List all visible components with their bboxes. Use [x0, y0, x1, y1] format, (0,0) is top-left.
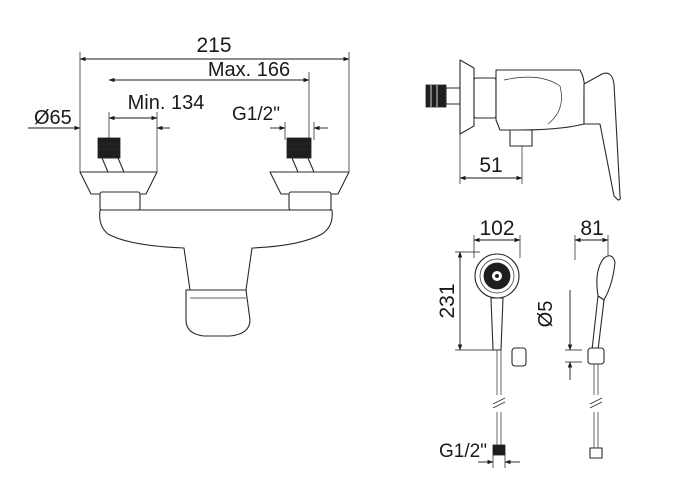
right-flange	[269, 171, 350, 195]
side-shower-head	[596, 255, 616, 301]
handshower-side-view: 81 Ø5	[535, 217, 616, 459]
label-head-width: 102	[479, 217, 514, 240]
shower-holder	[511, 347, 527, 367]
label-hose-thread: G1/2"	[439, 441, 487, 462]
side-hose-zigzag	[589, 397, 603, 409]
right-nut	[288, 191, 332, 211]
side-shower-grip	[591, 295, 605, 351]
left-eccentric-connector	[79, 137, 158, 211]
side-inlet-thread	[425, 84, 447, 108]
side-flange	[459, 59, 475, 135]
label-projection: 51	[479, 154, 502, 177]
front-view: 215 Max. 166 Min. 134 Ø65 G1/2"	[28, 34, 350, 337]
label-holder-diameter: Ø5	[535, 301, 557, 328]
label-inlet-thread: G1/2"	[232, 104, 280, 125]
shower-hose-lower	[496, 412, 502, 445]
side-view: 51	[425, 59, 621, 201]
label-flange-diameter: Ø65	[34, 107, 72, 129]
shower-hose-zigzag	[492, 397, 506, 409]
label-handle-depth: 81	[580, 217, 603, 240]
right-eccentric-pipe	[291, 157, 315, 173]
side-lever	[583, 72, 621, 201]
side-outlet	[509, 129, 533, 147]
label-max-spacing: Max. 166	[208, 59, 290, 81]
label-min-spacing: Min. 134	[128, 92, 205, 114]
right-eccentric-connector	[269, 137, 350, 211]
left-nut	[99, 191, 141, 211]
left-flange	[79, 171, 158, 195]
side-hose-lower	[593, 412, 599, 448]
label-overall-width: 215	[196, 34, 231, 57]
mixer-cartridge	[185, 289, 251, 337]
label-handshower-length: 231	[436, 283, 459, 318]
side-shower-holder	[587, 347, 605, 365]
shower-hose-upper	[496, 350, 502, 395]
mixer-body	[99, 209, 333, 291]
side-nut	[473, 77, 497, 119]
left-eccentric-pipe	[101, 157, 125, 173]
shower-hose-nut	[492, 444, 506, 456]
shower-grip	[490, 297, 504, 351]
side-hose-nut	[589, 447, 603, 459]
right-inlet-thread	[286, 137, 312, 159]
side-inlet-pipe	[445, 87, 461, 105]
left-inlet-thread	[97, 137, 121, 159]
handshower-front-view: 102 231 G1/2"	[436, 217, 527, 468]
side-hose-upper	[593, 364, 599, 395]
